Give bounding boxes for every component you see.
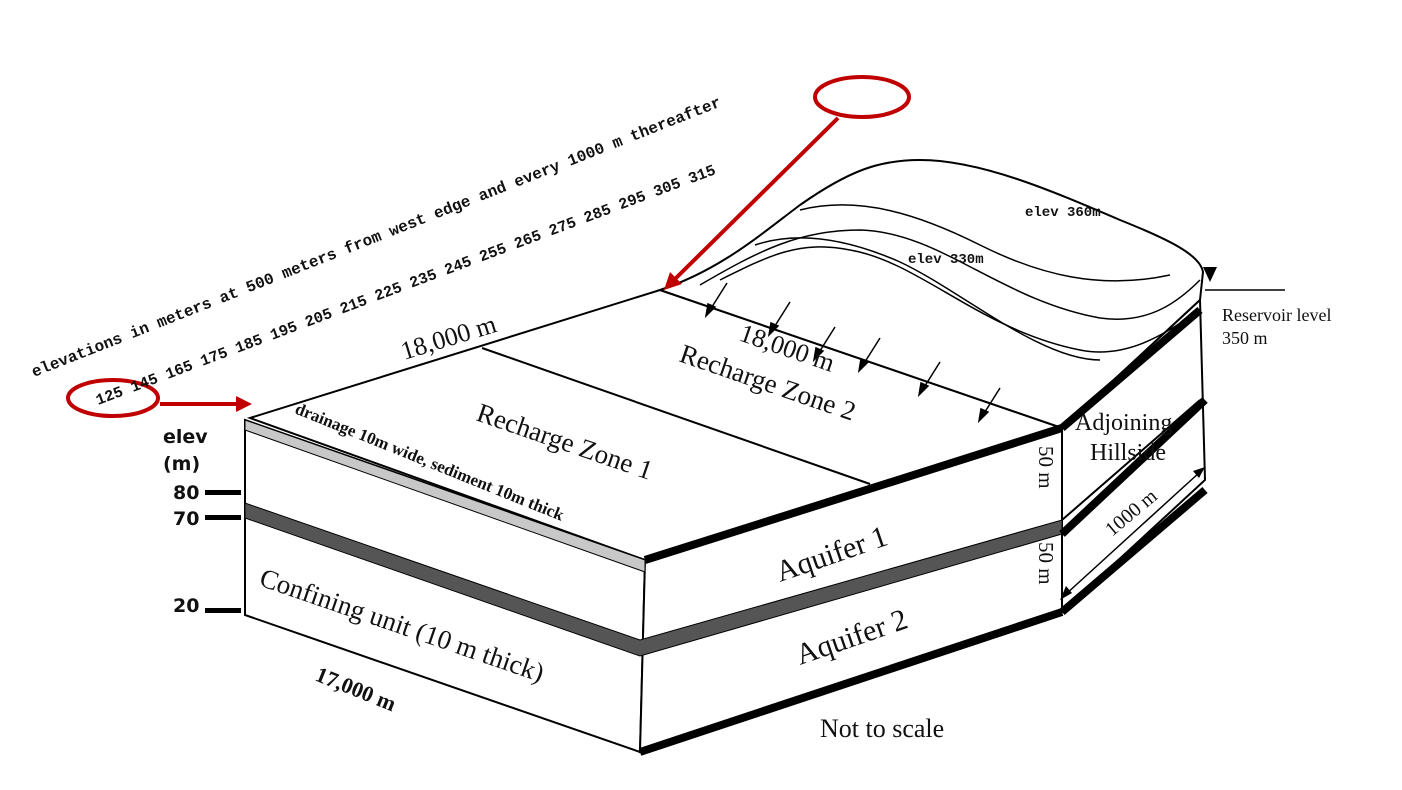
drainage-strip [244, 419, 646, 573]
circle-first-elevation [66, 378, 160, 418]
elev-tick-label-80: 80 [173, 482, 199, 504]
edge-top-east [643, 424, 1064, 564]
width-arrow-head-a [1060, 586, 1072, 600]
label-hillside: Hillside [1090, 440, 1166, 466]
contour-line-4 [799, 204, 1171, 282]
flow-arrows [704, 282, 1001, 424]
label-elev-360: elev 360m [1025, 205, 1101, 221]
reservoir-marker-icon [1203, 267, 1217, 282]
label-thickness-2: 50 m [1034, 542, 1058, 585]
label-adjoining: Adjoining [1075, 410, 1172, 436]
elev-tick-80 [205, 490, 241, 495]
not-to-scale-note: Not to scale [820, 714, 944, 743]
contour-line-3 [754, 237, 1101, 361]
label-thickness-1: 50 m [1034, 446, 1058, 489]
edge-top-hill [1059, 306, 1203, 432]
label-depth: 17,000 m [312, 661, 400, 716]
arrow-to-ridge [672, 116, 840, 282]
hillside-end-face [1061, 297, 1207, 615]
elev-tick-20 [205, 608, 241, 613]
contour-line-1 [699, 229, 1201, 320]
hillside-surface [656, 158, 1205, 430]
edge-bottom-east [638, 608, 1064, 756]
elev-tick-70 [205, 515, 241, 520]
contour-line-2 [719, 246, 1201, 353]
arrow-to-west-edge-head [236, 396, 252, 412]
elev-scale-title: elev [163, 426, 208, 448]
width-arrow [1064, 471, 1201, 596]
elev-scale-unit: (m) [163, 453, 200, 475]
elev-tick-label-70: 70 [173, 508, 199, 530]
circle-last-elevation [813, 75, 911, 119]
edge-confining-east [1061, 399, 1201, 521]
arrow-to-ridge-head [664, 272, 682, 290]
edge-mid-hill [1059, 397, 1208, 537]
reservoir-value: 350 m [1222, 328, 1268, 348]
width-arrow-head-b [1193, 467, 1205, 478]
reservoir-label: Reservoir level [1222, 305, 1331, 325]
zone-divider [481, 347, 871, 485]
elev-tick-label-20: 20 [173, 595, 199, 617]
label-elev-330: elev 330m [908, 252, 984, 268]
edge-bottom-hill [1059, 486, 1208, 616]
